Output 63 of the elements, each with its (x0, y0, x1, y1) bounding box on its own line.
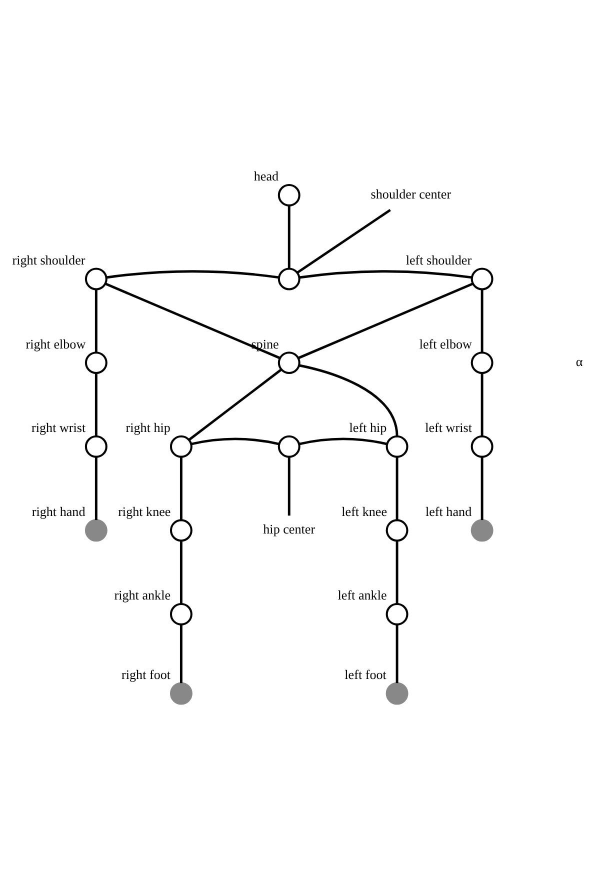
node-circle (170, 434, 192, 458)
node-label: right ankle (114, 587, 171, 602)
node-text: hip center (263, 521, 316, 536)
connector (396, 456, 398, 520)
label: α (576, 353, 583, 368)
connector (105, 282, 280, 359)
node-circle (386, 602, 408, 625)
node-label: head (254, 168, 279, 184)
node-circle (470, 351, 494, 374)
node-label: right knee (118, 503, 171, 518)
node-circle (84, 434, 108, 458)
node-circle (278, 183, 300, 206)
node-text: shoulder center (370, 186, 452, 201)
connector (180, 624, 182, 683)
connector (480, 288, 484, 352)
node-label: right shoulder (12, 252, 86, 268)
node-label: left hip (349, 420, 387, 435)
node-label: right wrist (32, 420, 86, 435)
connector (396, 624, 398, 683)
node-label: left foot (344, 666, 386, 682)
node-circle (470, 434, 494, 458)
node-label: left ankle (338, 587, 387, 602)
node-label: left knee (342, 503, 388, 518)
connector (180, 540, 182, 604)
node-circle (170, 518, 192, 542)
connector (298, 364, 398, 436)
connector (480, 456, 484, 520)
connector (298, 282, 474, 359)
node-label: right hand (32, 503, 86, 518)
node-label: right hip (126, 420, 170, 435)
node-circle (170, 682, 192, 704)
connector (180, 456, 182, 520)
node-circle (470, 267, 494, 290)
connector (296, 208, 391, 274)
node-label: left shoulder (406, 252, 472, 268)
connector (94, 456, 98, 520)
connector (190, 437, 280, 445)
node-circle (278, 351, 300, 374)
node-label: left wrist (425, 420, 472, 435)
node-circle (386, 434, 408, 458)
node-label: right elbow (26, 336, 86, 351)
connector (106, 270, 279, 278)
node-circle (470, 518, 494, 542)
node-circle (84, 267, 108, 290)
node-label: left elbow (419, 336, 472, 351)
node-circle (386, 682, 408, 704)
node-label: left hand (425, 503, 472, 518)
connector (288, 456, 290, 516)
connector (94, 288, 98, 352)
connector (480, 372, 484, 436)
connector (299, 270, 472, 278)
node-circle (84, 351, 108, 374)
node-circle (278, 434, 300, 458)
connector (94, 372, 98, 436)
connector (188, 368, 282, 440)
node-circle (84, 518, 108, 542)
connector (288, 204, 290, 268)
node-label: right foot (122, 666, 171, 682)
connector (396, 540, 398, 604)
node-circle (386, 518, 408, 542)
node-circle (170, 602, 192, 625)
node-circle (278, 267, 300, 290)
connector (298, 437, 388, 445)
